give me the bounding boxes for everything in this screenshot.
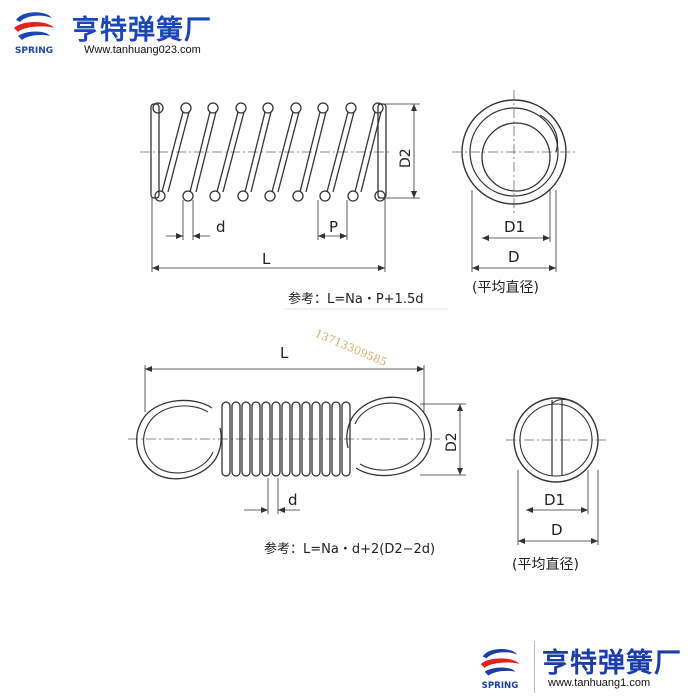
coil-top-circle bbox=[207, 102, 219, 114]
label-dd-compression: D bbox=[508, 248, 520, 266]
coil-top-circle bbox=[152, 102, 164, 114]
label-d-compression: d bbox=[216, 218, 226, 236]
coil-bottom-circle bbox=[347, 190, 359, 202]
brand-url: www.tanhuang1.com bbox=[548, 677, 651, 689]
coil-top-circle bbox=[262, 102, 274, 114]
label-p-compression: P bbox=[329, 218, 338, 236]
brand-url: Www.tanhuang023.com bbox=[84, 44, 201, 56]
coil-turn bbox=[341, 401, 351, 477]
coil-wire bbox=[326, 111, 349, 193]
svg-text:SPRING: SPRING bbox=[482, 681, 519, 691]
label-d2-extension: D2 bbox=[444, 432, 460, 452]
coil-wire bbox=[244, 111, 266, 193]
coil-wire bbox=[161, 111, 184, 193]
coil-top-circle bbox=[345, 102, 357, 114]
extension-spring-end: D1 D (平均直径) bbox=[506, 397, 606, 573]
coil-bottom-circle bbox=[374, 190, 386, 202]
coil-wire bbox=[354, 111, 376, 193]
brand-header: SPRING 亨特弹簧厂 Www.tanhuang023.com bbox=[8, 6, 268, 62]
coil-turn bbox=[281, 401, 291, 477]
compression-spring-end: D1 D (平均直径) bbox=[452, 90, 578, 296]
coil-wire bbox=[195, 111, 217, 193]
coil-turn bbox=[301, 401, 311, 477]
label-dd-extension: D bbox=[551, 521, 563, 539]
end-coil bbox=[150, 103, 160, 199]
coil-wire bbox=[167, 111, 190, 193]
coil-wire bbox=[216, 111, 239, 193]
coil-top-circle bbox=[317, 102, 329, 114]
extension-spring-side: L d D2 bbox=[128, 344, 466, 514]
coil-bottom-circle bbox=[154, 190, 166, 202]
coil-turn bbox=[331, 401, 341, 477]
coil-bottom-circle bbox=[292, 190, 304, 202]
svg-text:SPRING: SPRING bbox=[15, 46, 53, 56]
coil-wire bbox=[250, 111, 272, 193]
formula-extension: 参考：L=Na・d+2(D2−2d) bbox=[264, 541, 435, 557]
brand-name: 亨特弹簧厂 bbox=[542, 648, 682, 679]
label-d1-extension: D1 bbox=[544, 491, 565, 509]
coil-turn bbox=[261, 401, 271, 477]
spring-logo-icon: SPRING bbox=[14, 12, 54, 56]
coil-wire bbox=[189, 111, 211, 193]
divider bbox=[534, 641, 535, 693]
coil-top-circle bbox=[180, 102, 192, 114]
coil-top-circle bbox=[372, 102, 384, 114]
compression-spring-side: d P L D2 bbox=[140, 102, 420, 272]
coil-turn bbox=[241, 401, 251, 477]
label-d1-compression: D1 bbox=[504, 218, 525, 236]
label-d2-compression: D2 bbox=[398, 148, 414, 168]
coil-wire bbox=[305, 111, 327, 193]
coil-bottom-circle bbox=[237, 190, 249, 202]
coil-turn bbox=[231, 401, 241, 477]
coil-top-circle bbox=[290, 102, 302, 114]
brand-footer: SPRING 亨特弹簧厂 www.tanhuang1.com bbox=[468, 635, 700, 700]
coil-turn bbox=[271, 401, 281, 477]
coil-wire bbox=[332, 111, 355, 193]
coil-wire bbox=[277, 111, 300, 193]
coil-bottom-circle bbox=[182, 190, 194, 202]
brand-name: 亨特弹簧厂 bbox=[72, 15, 212, 46]
mean-diameter-note-compression: (平均直径) bbox=[472, 279, 539, 296]
coil-bottom-circle bbox=[209, 190, 221, 202]
coil-bottom-circle bbox=[264, 190, 276, 202]
coil-bottom-circle bbox=[319, 190, 331, 202]
coil-wire bbox=[360, 111, 382, 193]
coil-wire bbox=[271, 111, 294, 193]
coil-wire bbox=[222, 111, 245, 193]
label-d-extension: d bbox=[288, 491, 298, 509]
coil-turn bbox=[321, 401, 331, 477]
coil-wire bbox=[299, 111, 321, 193]
coil-turn bbox=[221, 401, 231, 477]
mean-diameter-note-extension: (平均直径) bbox=[512, 556, 579, 573]
coil-turn bbox=[291, 401, 301, 477]
coil-turn bbox=[311, 401, 321, 477]
spring-logo-icon: SPRING bbox=[480, 648, 520, 691]
coil-top-circle bbox=[235, 102, 247, 114]
label-l-extension: L bbox=[280, 344, 289, 362]
coil-turn bbox=[251, 401, 261, 477]
formula-compression: 参考：L=Na・P+1.5d bbox=[288, 291, 424, 307]
label-l-compression: L bbox=[262, 250, 271, 268]
